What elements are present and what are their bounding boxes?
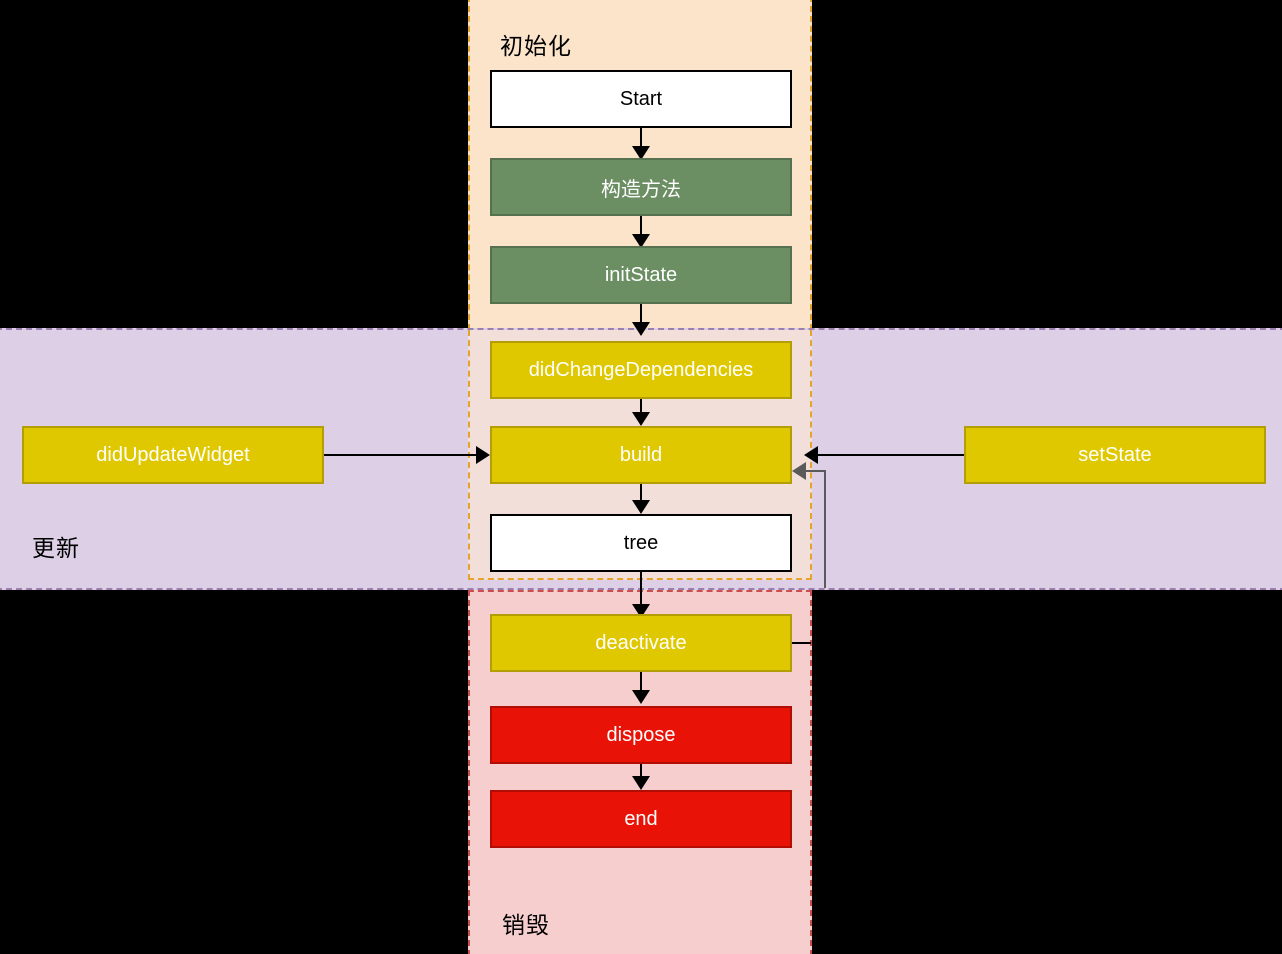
node-constructor-label: 构造方法 [601,178,681,201]
region-label-destroy: 销毁 [502,912,550,938]
node-set-state-label: setState [1078,443,1152,466]
node-set-state[interactable]: setState [964,426,1266,484]
node-start-label: Start [619,87,663,110]
node-did-update-widget[interactable]: didUpdateWidget [22,426,324,484]
edge-constructor-to-init-state-arrow [632,234,650,248]
region-label-initialization: 初始化 [500,33,572,59]
edge-init-state-to-ddd-arrow [632,322,650,336]
edge-ddd-to-build-line [640,398,642,416]
edge-dispose-to-end-line [640,764,642,786]
node-init-state-label: initState [604,263,678,286]
node-deactivate[interactable]: deactivate [490,614,792,672]
node-did-change-dependencies-label: didChangeDependencies [528,358,754,381]
node-build[interactable]: build [490,426,792,484]
edge-set-state-to-build-line [818,454,964,456]
edge-build-to-tree-line [640,484,642,510]
edge-init-state-to-ddd-line [640,304,642,334]
node-tree[interactable]: tree [490,514,792,572]
node-dispose[interactable]: dispose [490,706,792,764]
edge-start-to-constructor-arrow [632,146,650,160]
edge-ddd-to-build-arrow [632,412,650,426]
edge-deactivate-to-build-arrow [792,462,806,480]
node-start[interactable]: Start [490,70,792,128]
edge-constructor-to-init-state-line [640,216,642,246]
node-end-label: end [624,807,658,830]
node-dispose-label: dispose [606,723,676,746]
edge-deactivate-to-build-vertical [824,470,826,588]
node-tree-label: tree [623,531,659,554]
edge-dispose-to-end-arrow [632,776,650,790]
edge-build-to-tree-arrow [632,500,650,514]
edge-deactivate-to-dispose-line [640,672,642,700]
node-did-update-widget-label: didUpdateWidget [96,443,250,466]
node-build-label: build [619,443,663,466]
node-constructor[interactable]: 构造方法 [490,158,792,216]
node-deactivate-label: deactivate [595,631,687,654]
region-label-update: 更新 [32,535,80,561]
node-end[interactable]: end [490,790,792,848]
edge-deactivate-to-build-horizontal [806,470,826,472]
node-did-change-dependencies[interactable]: didChangeDependencies [490,341,792,399]
edge-deactivate-to-dispose-arrow [632,690,650,704]
edge-tree-to-deactivate-line [640,572,642,614]
edge-did-update-widget-to-build-arrow [476,446,490,464]
edge-did-update-widget-to-build-line [323,454,478,456]
node-init-state[interactable]: initState [490,246,792,304]
edge-start-to-constructor-line [640,128,642,158]
edge-deactivate-right-stub [791,642,811,644]
edge-set-state-to-build-arrow [804,446,818,464]
